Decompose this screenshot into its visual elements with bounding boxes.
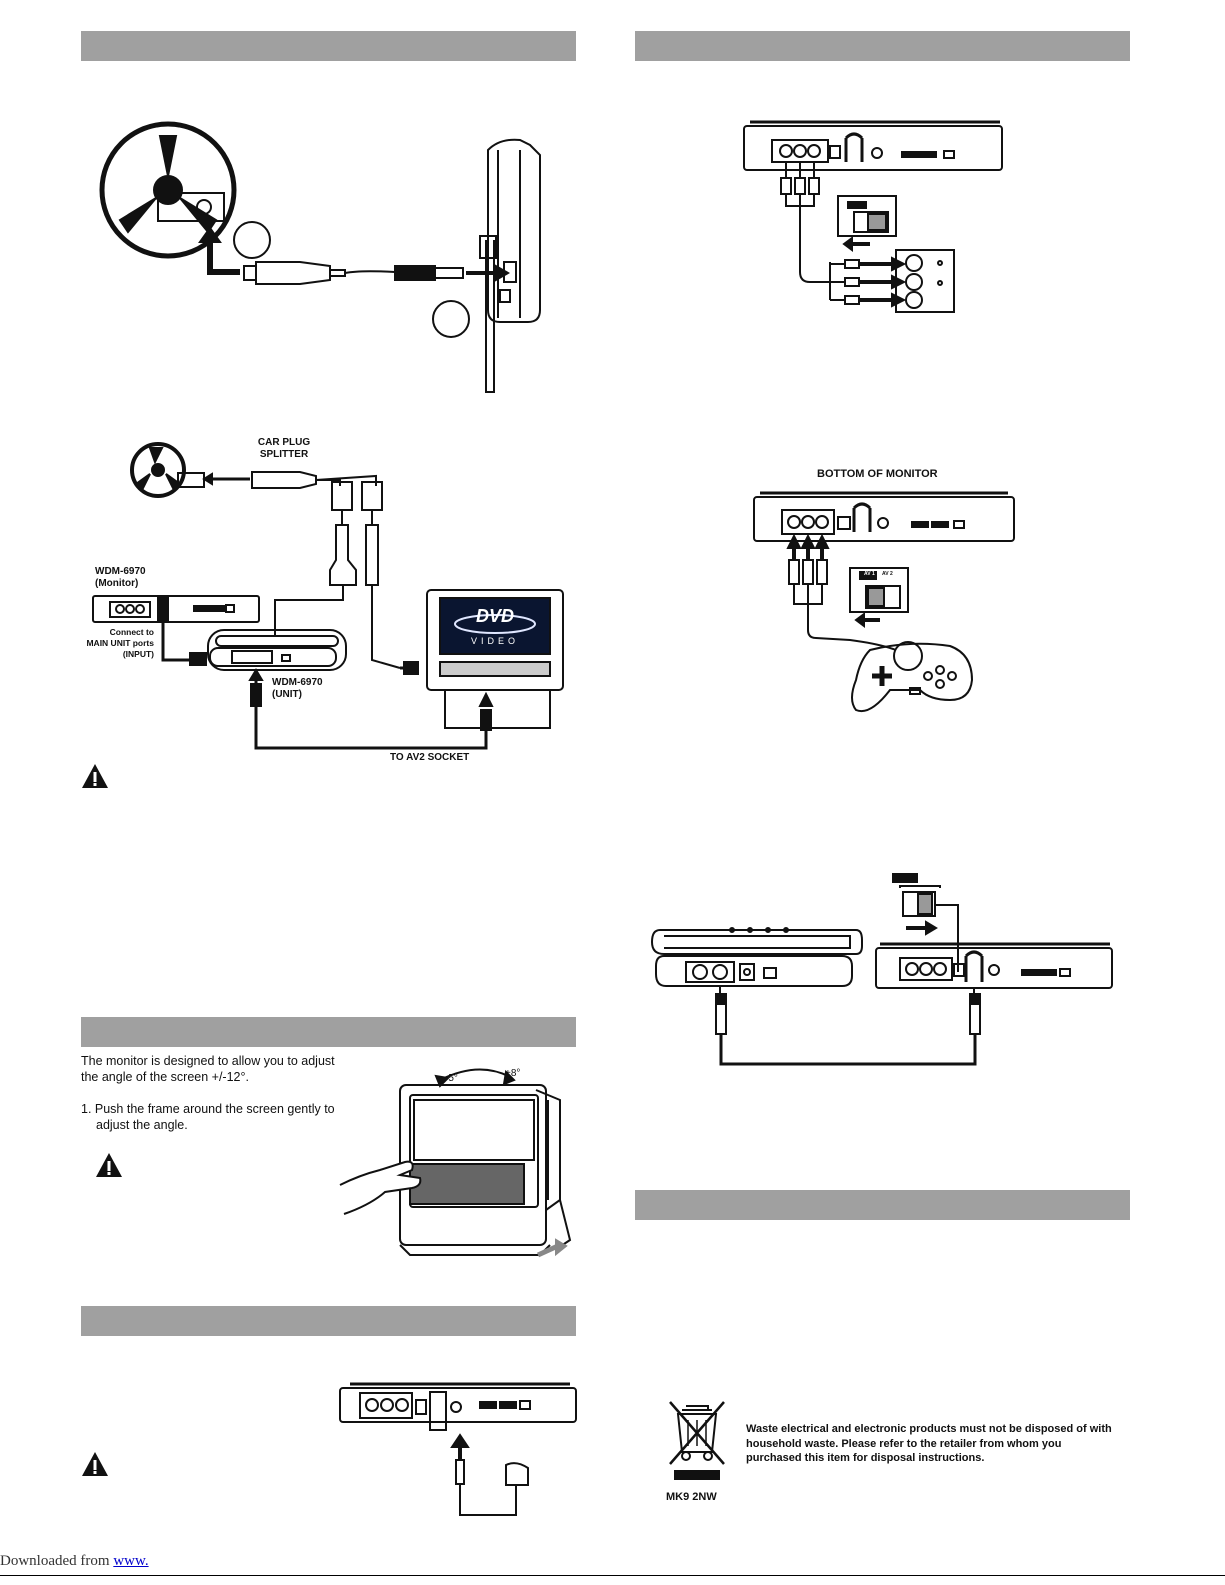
screen-angle-intro: The monitor is designed to allow you to …: [81, 1054, 335, 1084]
gamepad-icon: [851, 641, 974, 712]
screen-angle-step-1: 1. Push the frame around the screen gent…: [81, 1102, 335, 1132]
dvd-video-logo: DVD VIDEO: [454, 606, 536, 646]
label-to-av2: TO AV2 SOCKET: [390, 752, 470, 763]
label-unit-model: WDM-6970 (UNIT): [272, 677, 323, 700]
section-bar-top-right: [635, 31, 1130, 61]
label-monitor-model: WDM-6970 (Monitor): [95, 566, 146, 589]
disposal-notice: Waste electrical and electronic products…: [746, 1423, 1112, 1464]
footer-link[interactable]: www.: [113, 1553, 149, 1569]
disposal-code: MK9 2NW: [666, 1491, 717, 1503]
warning-icon: [82, 1452, 108, 1476]
footer-rule: [0, 1575, 1225, 1576]
footer-prefix: Downloaded from: [0, 1553, 114, 1569]
label-av1-tag: AV 1: [862, 571, 877, 577]
label-bottom-of-monitor: BOTTOM OF MONITOR: [817, 468, 938, 480]
section-bar-disposal: [635, 1190, 1130, 1220]
warning-icon: [82, 764, 108, 788]
svg-text:DVD: DVD: [476, 606, 514, 626]
warning-icon: [96, 1153, 122, 1177]
weee-bin-icon: [669, 1401, 725, 1480]
angle-minus-label: -5°: [445, 1073, 458, 1084]
svg-text:VIDEO: VIDEO: [471, 636, 519, 646]
section-bar-screen-angle: [81, 1017, 576, 1047]
label-car-plug-splitter: CAR PLUG SPLITTER: [257, 437, 311, 460]
footer-download-source: Downloaded from www.: [0, 1553, 149, 1570]
angle-plus-label: +8°: [505, 1068, 521, 1079]
label-av2-tag: AV 2: [882, 571, 893, 577]
section-bar-power: [81, 1306, 576, 1336]
hand-icon: [339, 1160, 422, 1215]
label-connect-to: Connect to MAIN UNIT ports (INPUT): [86, 627, 154, 659]
section-bar-top-left: [81, 31, 576, 61]
